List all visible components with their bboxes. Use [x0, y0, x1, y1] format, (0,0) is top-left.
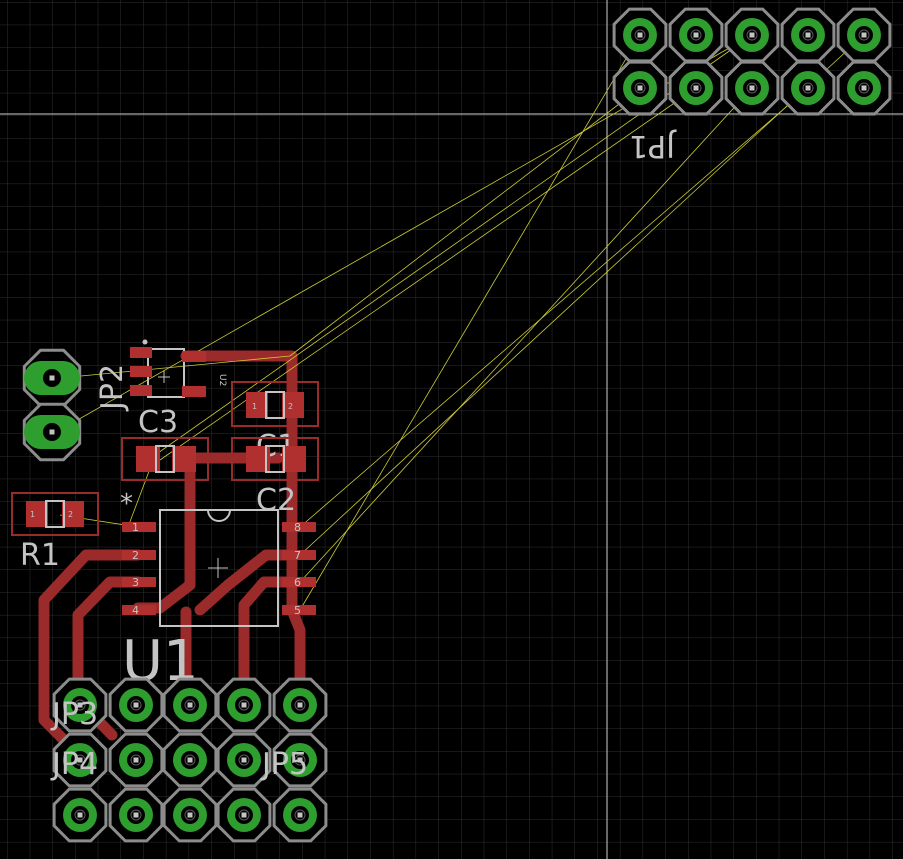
bottom-header-pad-3[interactable] [162, 677, 218, 733]
bottom-header-pad-11[interactable] [52, 787, 108, 843]
bottom-header-pad-4[interactable] [216, 677, 272, 733]
u1-pad-5: 5 [282, 604, 316, 617]
jp1-pad-1[interactable] [612, 7, 668, 63]
bottom-header-pad-10[interactable] [272, 732, 328, 788]
u1-pin-label: 8 [294, 521, 301, 534]
u1-pin-label: 1 [132, 521, 139, 534]
jp1-label: JP1 [629, 128, 677, 163]
c2-capacitor[interactable] [231, 437, 319, 481]
bottom-header-pad-6[interactable] [52, 732, 108, 788]
bottom-header-pad-2[interactable] [108, 677, 164, 733]
u1-pin-label: 6 [294, 576, 301, 589]
u1-pins: 1 2 3 4 5 6 7 8 [122, 521, 316, 617]
u1-pad-7: 7 [282, 549, 316, 562]
u1-pad-4: 4 [122, 604, 156, 617]
bottom-header-pad-15[interactable] [272, 787, 328, 843]
u1-pad-6: 6 [282, 576, 316, 589]
jp1-pad-9[interactable] [836, 7, 892, 63]
jp2-pad-2[interactable] [22, 402, 82, 462]
jp1-pad-3[interactable] [668, 7, 724, 63]
jp1-pad-4[interactable] [668, 60, 724, 116]
jp1-pad-2[interactable] [612, 60, 668, 116]
r1-pin1: 1 [30, 510, 35, 519]
c1-pin1: 1 [252, 402, 257, 411]
jp1-pad-6[interactable] [724, 60, 780, 116]
u1-soic8[interactable] [159, 509, 279, 627]
jp2-pad-1[interactable] [22, 348, 82, 408]
bottom-header-pad-12[interactable] [108, 787, 164, 843]
jp3-label: JP3 [50, 697, 98, 732]
jp1-pad-5[interactable] [724, 7, 780, 63]
u1-pad-3: 3 [122, 576, 156, 589]
bottom-header-pad-8[interactable] [162, 732, 218, 788]
jp3-jp4-jp5-headers[interactable] [52, 677, 328, 843]
c1-pin2: 2 [288, 402, 293, 411]
u1-pad-1: 1 [122, 521, 156, 534]
bottom-header-pad-9[interactable] [216, 732, 272, 788]
u1-pin-label: 2 [132, 549, 139, 562]
bottom-header-pad-5[interactable] [272, 677, 328, 733]
bottom-header-pad-7[interactable] [108, 732, 164, 788]
c3-label: C3 [138, 405, 178, 440]
jp1-pad-7[interactable] [780, 7, 836, 63]
u2-label: U2 [217, 374, 227, 386]
bottom-header-pad-13[interactable] [162, 787, 218, 843]
jp1-pad-10[interactable] [836, 60, 892, 116]
jp5-label: JP5 [260, 747, 308, 782]
u1-pad-8: 8 [282, 521, 316, 534]
c3-capacitor[interactable] [121, 437, 209, 481]
bottom-header-pad-1[interactable] [52, 677, 108, 733]
u1-pin-label: 7 [294, 549, 301, 562]
pin1-marker: * [120, 489, 133, 519]
r1-resistor[interactable]: 1 2 [11, 492, 99, 536]
jp1-header[interactable] [612, 7, 892, 116]
jp1-pad-8[interactable] [780, 60, 836, 116]
c1-capacitor[interactable]: 1 2 [231, 381, 319, 427]
jp4-label: JP4 [50, 747, 98, 782]
u1-pin-label: 3 [132, 576, 139, 589]
u1-pin-label: 5 [294, 604, 301, 617]
c2-label: C2 [256, 483, 296, 518]
r1-label: R1 [20, 538, 60, 573]
jp2-header[interactable] [22, 348, 82, 462]
u2-package[interactable] [130, 339, 206, 398]
u1-pad-2: 2 [122, 549, 156, 562]
r1-pin2: 2 [68, 510, 73, 519]
jp2-label: JP2 [95, 364, 130, 412]
bottom-header-pad-14[interactable] [216, 787, 272, 843]
u1-pin-label: 4 [132, 604, 139, 617]
